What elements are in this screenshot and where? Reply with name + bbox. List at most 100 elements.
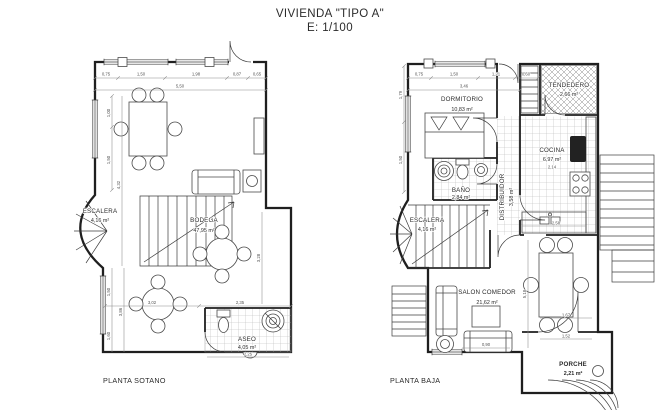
table-top	[538, 252, 574, 318]
dormitorio-room: DORMITORIO 10,83 m²	[424, 95, 498, 159]
shower-inner	[440, 167, 448, 175]
chair	[150, 274, 166, 290]
bano-room: BAÑO 2,84 m²	[434, 158, 498, 202]
sofa-cushions	[464, 331, 512, 352]
dim-label: 1,00	[106, 108, 111, 117]
caption-planta-sotano: PLANTA SOTANO	[103, 376, 166, 385]
dim-label: 1,50	[450, 72, 459, 77]
stair-treads	[392, 293, 426, 330]
sotano-window-top-1	[103, 57, 169, 67]
dim-label: 1,79	[398, 90, 403, 99]
door-swing-arc	[472, 117, 498, 143]
title-block: VIVIENDA "TIPO A" E: 1/100	[275, 7, 384, 35]
shower-drain	[434, 161, 454, 181]
chair	[214, 224, 230, 240]
dim-label: 3,86	[118, 307, 123, 316]
table-top	[128, 101, 168, 157]
baja-dimensions: 0,75 1,50 1,21 0,60 3,46 1,79 1,50 2,58 …	[397, 64, 592, 349]
dim-line	[93, 88, 268, 92]
dim-label: 3,02	[148, 300, 157, 305]
sofa-set	[435, 285, 513, 353]
toilet-bowl	[456, 164, 469, 180]
stair-fan-treads	[390, 205, 413, 265]
distribuidor-hall: DISTRIBUIDOR 3,58 m²	[497, 172, 521, 258]
room-area-cocina: 6,97 m²	[543, 157, 561, 163]
sofa-cushions	[197, 170, 235, 194]
porch-column	[592, 365, 604, 377]
dim-line	[111, 268, 125, 352]
burner	[572, 174, 580, 182]
cocina-room: COCINA 6,97 m² 2,14	[519, 116, 597, 234]
drawing-title: VIVIENDA "TIPO A"	[276, 8, 384, 20]
dim-label: 1,67	[562, 313, 571, 318]
table-top	[141, 287, 175, 321]
stove	[569, 171, 591, 197]
dim-label: 3,28	[256, 253, 261, 262]
room-area-tendedero: 2,66 m²	[560, 92, 578, 98]
dim-label: 0,87	[233, 72, 242, 77]
door-swing-arc	[544, 94, 566, 116]
room-label-escalera-baja: ESCALERA	[410, 217, 445, 224]
chair	[113, 121, 129, 137]
sofa-sotano	[191, 169, 241, 195]
toilet	[216, 309, 231, 333]
room-label-aseo: ASEO	[238, 336, 256, 343]
window-glyph	[175, 58, 229, 66]
burner	[581, 186, 589, 194]
dim-label: 1,50	[106, 155, 111, 164]
sink-bowl	[550, 216, 561, 225]
stove-top	[569, 171, 591, 197]
exterior-stairs-right	[599, 154, 655, 283]
dim-label: 1,50	[137, 72, 146, 77]
dim-label: 0,75	[102, 72, 111, 77]
shelf-unit	[520, 65, 539, 114]
stair-landing	[611, 249, 655, 283]
shower-outer	[434, 161, 454, 181]
door-swing-arc	[204, 331, 226, 353]
sink-basin	[474, 163, 488, 177]
dim-label: 2,14	[548, 165, 557, 170]
round-table-2	[128, 274, 188, 334]
chair	[167, 121, 183, 137]
shelving	[520, 65, 539, 114]
stair-treads	[600, 163, 654, 246]
shower-line	[264, 312, 282, 330]
dim-label: 0,60	[522, 72, 531, 77]
sofa-cushions-2	[436, 286, 457, 336]
room-label-cocina: COCINA	[539, 147, 565, 154]
dim-label: 5,18	[522, 289, 527, 298]
burner	[572, 186, 580, 194]
dim-line	[103, 304, 293, 308]
chair	[149, 87, 165, 103]
room-area-aseo: 4,05 m²	[238, 345, 256, 351]
sink-bowl	[539, 216, 550, 225]
sofa-body	[463, 330, 513, 353]
stair-boundary	[391, 285, 427, 337]
fridge	[570, 136, 586, 162]
chair	[131, 87, 147, 103]
dining-table-baja	[523, 237, 589, 333]
salon-comedor-room: SALON COMEDOR 21,62 m²	[435, 237, 589, 353]
window-glyph	[91, 99, 99, 159]
drawing-scale: E: 1/100	[307, 22, 353, 34]
room-area-salon: 21,62 m²	[476, 300, 497, 306]
room-label-escalera: ESCALERA	[83, 208, 118, 215]
pedestal-sink	[474, 163, 488, 177]
dim-line	[110, 94, 114, 192]
room-area-escalera-baja: 4,16 m²	[418, 227, 436, 233]
door-swing-arc	[519, 194, 546, 221]
counter-bottom	[521, 211, 587, 234]
door-opening	[498, 60, 519, 68]
chair	[523, 277, 539, 293]
baja-entry-door	[498, 60, 519, 84]
dim-label: 1,60	[106, 331, 111, 340]
room-area-porche: 2,21 m²	[564, 371, 583, 377]
aseo-room: ASEO 4,05 m²	[204, 307, 292, 359]
room-label-distribuidor: DISTRIBUIDOR	[499, 173, 506, 220]
dim-label: 1,52	[562, 334, 571, 339]
chair	[131, 155, 147, 171]
window-glyph	[103, 58, 169, 66]
dim-label: 3,46	[460, 84, 469, 89]
door-swing-arc	[497, 234, 521, 258]
armchair	[436, 335, 454, 353]
